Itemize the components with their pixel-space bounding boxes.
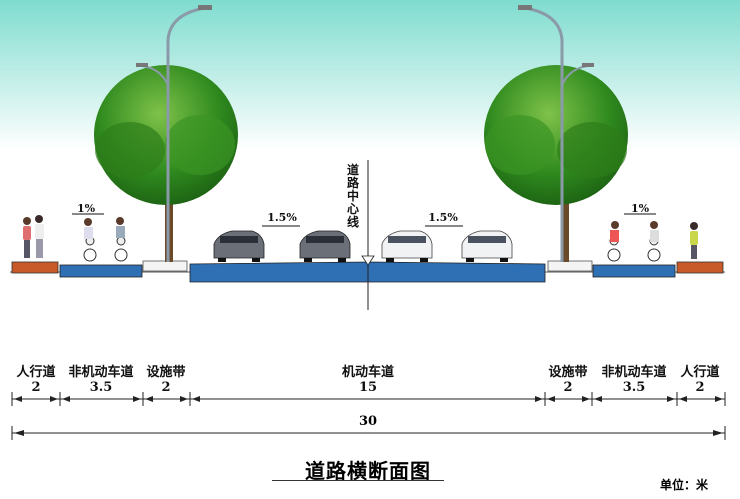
car-4 [461,230,513,262]
right-facility-strip [547,260,593,272]
diagram-title: 道路横断面图 [305,459,431,483]
segment-label-bike-right: 非机动车道 [601,365,667,380]
right-bike-lane [592,264,676,278]
right-bike-slope-label: 1% [630,202,650,215]
right-street-lamp [518,5,594,262]
car-1 [213,230,265,262]
segment-value-sidewalk-left: 2 [31,380,41,395]
total-width-value: 30 [358,414,378,429]
left-tree [94,65,238,262]
segment-label-facility-right: 设施带 [548,365,588,380]
segment-value-sidewalk-right: 2 [695,380,705,395]
segment-value-carriageway: 15 [358,380,378,395]
segment-label-sidewalk-left: 人行道 [16,365,56,380]
car-2 [299,230,351,262]
cyclists-right [607,221,661,262]
title-underline [272,480,444,481]
left-street-lamp [136,5,212,262]
right-tree [484,65,628,262]
centerline-label: 道路中心线 [346,163,359,229]
segment-value-bike-left: 3.5 [89,380,113,395]
centerline-marker [361,255,375,266]
segment-value-bike-right: 3.5 [622,380,646,395]
pedestrians-left [23,215,44,258]
left-facility-strip [142,260,188,272]
segment-label-facility-left: 设施带 [146,365,186,380]
left-sidewalk [11,261,59,274]
segment-label-sidewalk-right: 人行道 [680,365,720,380]
car-3 [381,230,433,262]
total-dimension-line [11,426,726,440]
left-car-slope-label: 1.5% [267,211,297,224]
segment-dimension-line [11,392,726,406]
cyclists-left [83,217,128,262]
left-bike-lane [59,264,143,278]
segment-label-carriageway: 机动车道 [341,365,395,380]
segment-value-facility-right: 2 [563,380,573,395]
pedestrian-right [690,222,698,259]
segment-label-bike-left: 非机动车道 [68,365,134,380]
left-bike-slope-label: 1% [76,202,96,215]
right-car-slope-label: 1.5% [428,211,458,224]
right-sidewalk [676,261,724,274]
segment-value-facility-left: 2 [161,380,171,395]
unit-label: 单位：米 [660,478,709,492]
